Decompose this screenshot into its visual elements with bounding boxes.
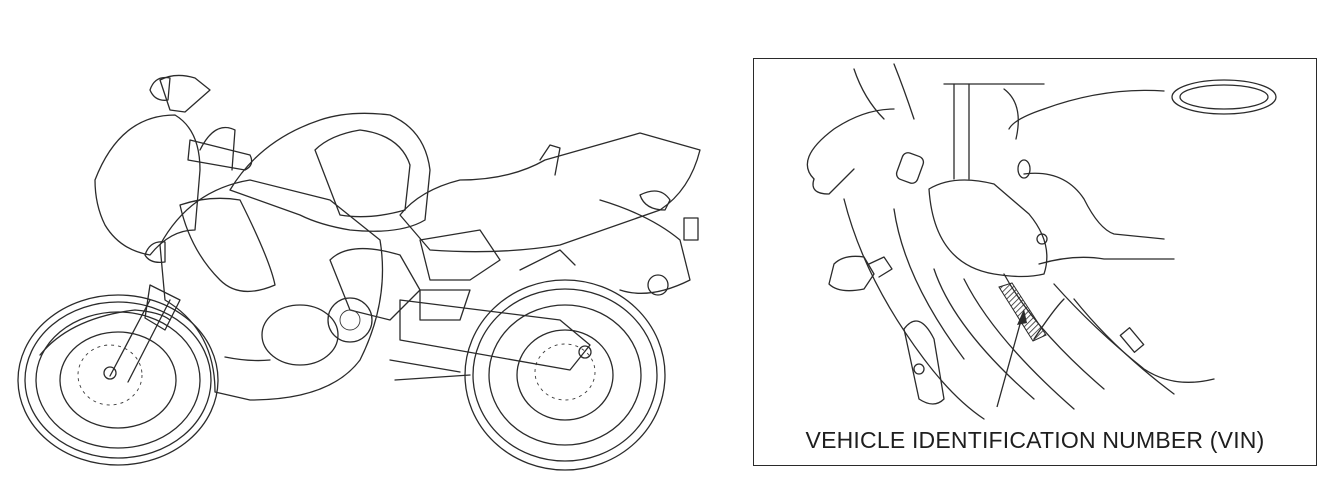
- motorcycle-illustration: [17, 74, 701, 471]
- front-wheel: [17, 294, 219, 466]
- rear-wheel: [464, 279, 666, 471]
- vin-label: VEHICLE IDENTIFICATION NUMBER (VIN): [805, 427, 1265, 453]
- vin-plate-hatch: [998, 282, 1047, 342]
- turn-signal: [828, 255, 893, 292]
- fuel-cap: [1171, 79, 1277, 115]
- vin-location-inset: VEHICLE IDENTIFICATION NUMBER (VIN): [753, 58, 1317, 466]
- motorcycle-drawing: [17, 74, 701, 471]
- vin-detail-drawing: [806, 63, 1277, 420]
- vin-leader-arrow: [996, 309, 1027, 408]
